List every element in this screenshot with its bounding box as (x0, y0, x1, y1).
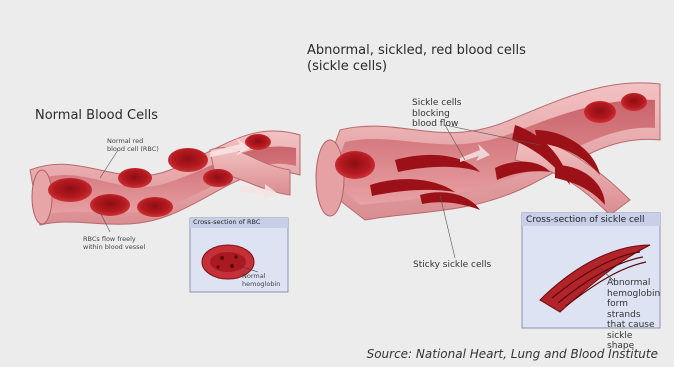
source-caption: Source: National Heart, Lung and Blood I… (367, 347, 658, 361)
blocking-label: Sickle cells blocking blood flow (412, 98, 464, 130)
sickle-title-line1: Abnormal, sickled, red blood cells (307, 43, 526, 59)
abnormal-label: Abnormal hemoglobin form strands that ca… (607, 278, 659, 352)
sickle-box-title: Cross-section of sickle cell (526, 215, 644, 225)
rbc-cell (90, 194, 130, 216)
sickle-title-line2: (sickle cells) (307, 59, 387, 75)
rbc-box-title: Cross-section of RBC (193, 219, 283, 227)
rbc-label: Normal red blood cell (RBC) (107, 138, 162, 153)
rbc-cell (137, 197, 173, 217)
rbc-cell (118, 168, 152, 188)
rbc-cell (168, 148, 208, 172)
normal-title: Normal Blood Cells (35, 108, 158, 124)
rbc-cell (48, 178, 92, 202)
sticky-label: Sticky sickle cells (413, 260, 491, 271)
flow-label: RBCs flow freely within blood vessel (83, 236, 148, 251)
hemoglobin-label: Normal hemoglobin (242, 273, 290, 288)
rbc-cell (203, 169, 233, 187)
